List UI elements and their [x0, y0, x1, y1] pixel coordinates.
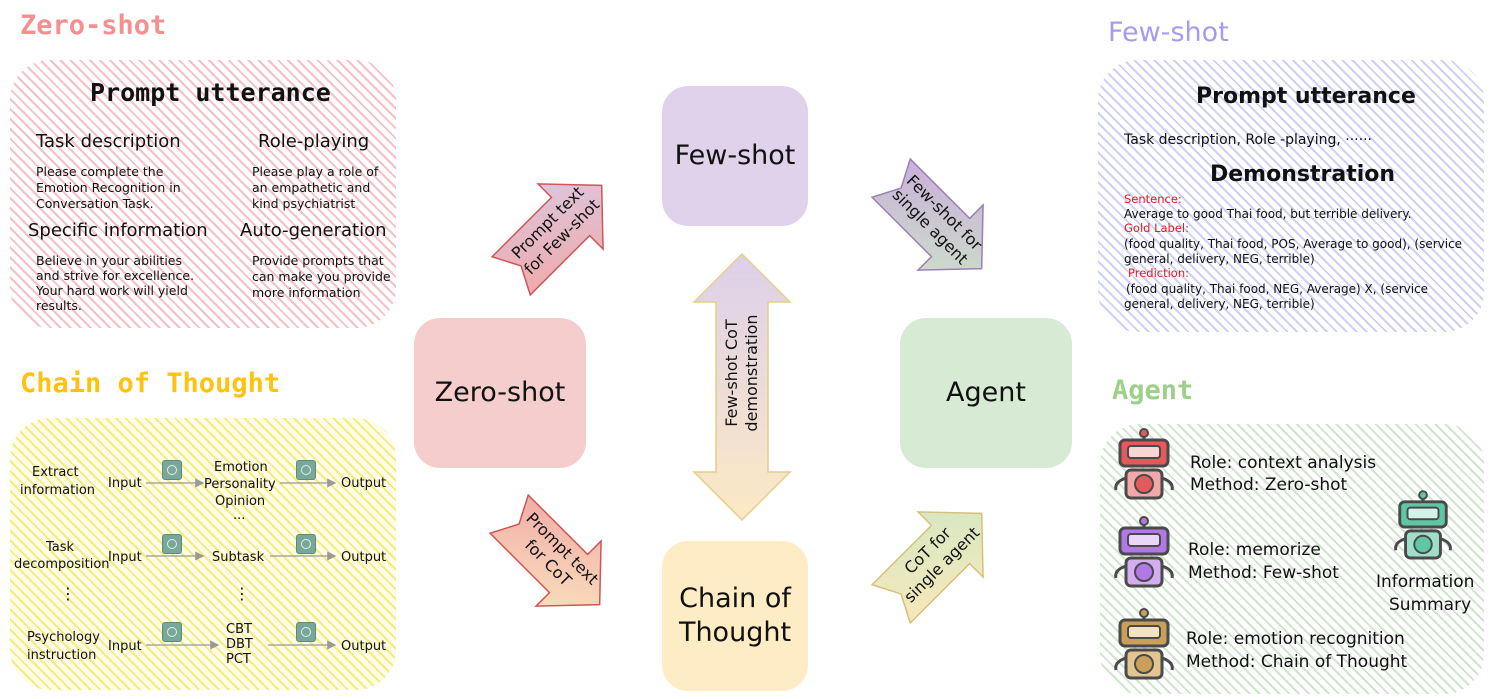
cot-row1-label-line1: Extract	[32, 465, 79, 480]
specific-information-title: Specific information	[28, 220, 208, 241]
task-description-title: Task description	[36, 131, 181, 152]
agent1-role: Role: context analysis	[1190, 453, 1377, 473]
chatgpt-icon	[162, 534, 182, 554]
agent-node-label: Agent	[946, 377, 1026, 408]
robot-icon	[1394, 490, 1452, 560]
agent2-method: Method: Few-shot	[1188, 563, 1339, 583]
cot-row3-mid-line2: DBT	[226, 637, 253, 652]
cot-row1-mid-line4: ...	[233, 508, 246, 523]
cot-row1-output: Output	[341, 476, 387, 491]
arrow-few-cot-bidirectional	[692, 252, 792, 522]
arrow-label-line: Few-shot CoT	[722, 319, 741, 427]
few-shot-node-label: Few-shot	[674, 140, 796, 171]
chatgpt-icon	[296, 460, 316, 480]
chatgpt-icon	[296, 534, 316, 554]
chatgpt-icon	[162, 460, 182, 480]
few-shot-node: Few-shot	[662, 86, 808, 226]
cot-flow-arrows	[146, 478, 337, 650]
gold-text-line2: general, delivery, NEG, terrible)	[1124, 252, 1315, 266]
cot-row1-mid-line2: Personality	[204, 477, 276, 492]
agent-node: Agent	[900, 318, 1072, 468]
summary-line2: Summary	[1389, 595, 1472, 615]
agent-section-title: Agent	[1112, 375, 1194, 406]
cot-row3-label-line2: instruction	[27, 648, 97, 663]
arrow-zero-to-few	[490, 183, 604, 297]
role-playing-line2: an empathetic and	[252, 180, 371, 195]
agent3-method: Method: Chain of Thought	[1186, 652, 1408, 672]
cot-dots: ⋮	[234, 584, 250, 603]
zero-shot-panel	[10, 60, 396, 328]
gold-text-line1: (food quality, Thai food, POS, Average t…	[1124, 237, 1463, 251]
agent2-role: Role: memorize	[1188, 540, 1321, 560]
cot-row3-mid-line1: CBT	[226, 622, 252, 637]
role-playing-title: Role-playing	[258, 131, 370, 152]
sentence-label: Sentence:	[1124, 192, 1182, 206]
auto-generation-line2: can make you provide	[252, 269, 391, 284]
cot-row1-mid-line1: Emotion	[214, 460, 268, 475]
cot-node: Chain of Thought	[662, 541, 808, 691]
auto-generation-line3: more information	[252, 285, 361, 300]
few-panel-heading: Prompt utterance	[1196, 84, 1416, 109]
demonstration-heading: Demonstration	[1210, 162, 1396, 187]
cot-dots: ⋮	[60, 584, 76, 603]
summary-line1: Information	[1376, 572, 1475, 592]
role-playing-line3: kind psychiatrist	[252, 196, 356, 211]
cot-row3-label-line1: Psychology	[27, 630, 100, 645]
prediction-label: Prediction:	[1128, 266, 1190, 280]
zero-shot-section-title: Zero-shot	[20, 10, 167, 41]
few-shot-section-title: Few-shot	[1108, 17, 1229, 48]
gold-label: Gold Label:	[1124, 221, 1189, 235]
specific-information-line2: and strive for excellence.	[36, 268, 195, 283]
few-panel-line1: Task description, Role -playing, ······	[1124, 132, 1372, 148]
task-description-line2: Emotion Recognition in	[36, 180, 181, 195]
few-shot-panel	[1098, 60, 1484, 332]
specific-information-line3: Your hard work will yield	[36, 283, 188, 298]
prediction-text-line1: (food quality, Thai food, NEG, Average) …	[1126, 282, 1429, 296]
cot-row2-input: Input	[108, 550, 142, 565]
cot-row2-label-line2: decomposition	[14, 557, 110, 572]
zero-shot-node-label: Zero-shot	[434, 377, 566, 408]
robot-icon	[1114, 608, 1174, 680]
auto-generation-line1: Provide prompts that	[252, 253, 384, 268]
cot-node-label-line2: Thought	[678, 617, 792, 648]
cot-row3-output: Output	[341, 639, 387, 654]
robot-icon	[1114, 428, 1174, 500]
specific-information-line4: results.	[36, 298, 82, 313]
cot-row3-mid-line3: PCT	[226, 652, 251, 667]
prediction-text-line2: general, delivery, NEG, terrible)	[1124, 297, 1315, 311]
agent1-method: Method: Zero-shot	[1190, 475, 1348, 495]
robot-icon	[1114, 516, 1174, 588]
cot-section-title: Chain of Thought	[20, 368, 281, 399]
role-playing-line1: Please play a role of	[252, 164, 379, 179]
specific-information-line1: Believe in your abilities	[36, 253, 183, 268]
arrow-cot-to-agent	[870, 511, 984, 625]
arrow-zero-to-cot	[488, 493, 602, 607]
zero-shot-node: Zero-shot	[414, 318, 586, 468]
cot-row3-input: Input	[108, 639, 142, 654]
cot-row1-input: Input	[108, 476, 142, 491]
cot-row1-label-line2: information	[20, 483, 96, 498]
cot-row1-mid-line3: Opinion	[215, 494, 266, 509]
chatgpt-icon	[296, 622, 316, 642]
chatgpt-icon	[162, 622, 182, 642]
agent3-role: Role: emotion recognition	[1186, 629, 1405, 649]
auto-generation-title: Auto-generation	[240, 220, 387, 241]
sentence-text: Average to good Thai food, but terrible …	[1124, 207, 1412, 221]
cot-node-label-line1: Chain of	[679, 583, 791, 614]
cot-row2-label-line1: Task	[46, 540, 75, 555]
task-description-line1: Please complete the	[36, 164, 164, 179]
zero-panel-heading: Prompt utterance	[90, 78, 331, 107]
cot-row2-mid: Subtask	[212, 550, 265, 565]
arrow-label-line: demonstration	[742, 314, 761, 432]
cot-row2-output: Output	[341, 550, 387, 565]
task-description-line3: Conversation Task.	[36, 196, 154, 211]
arrow-few-to-agent	[870, 157, 984, 271]
